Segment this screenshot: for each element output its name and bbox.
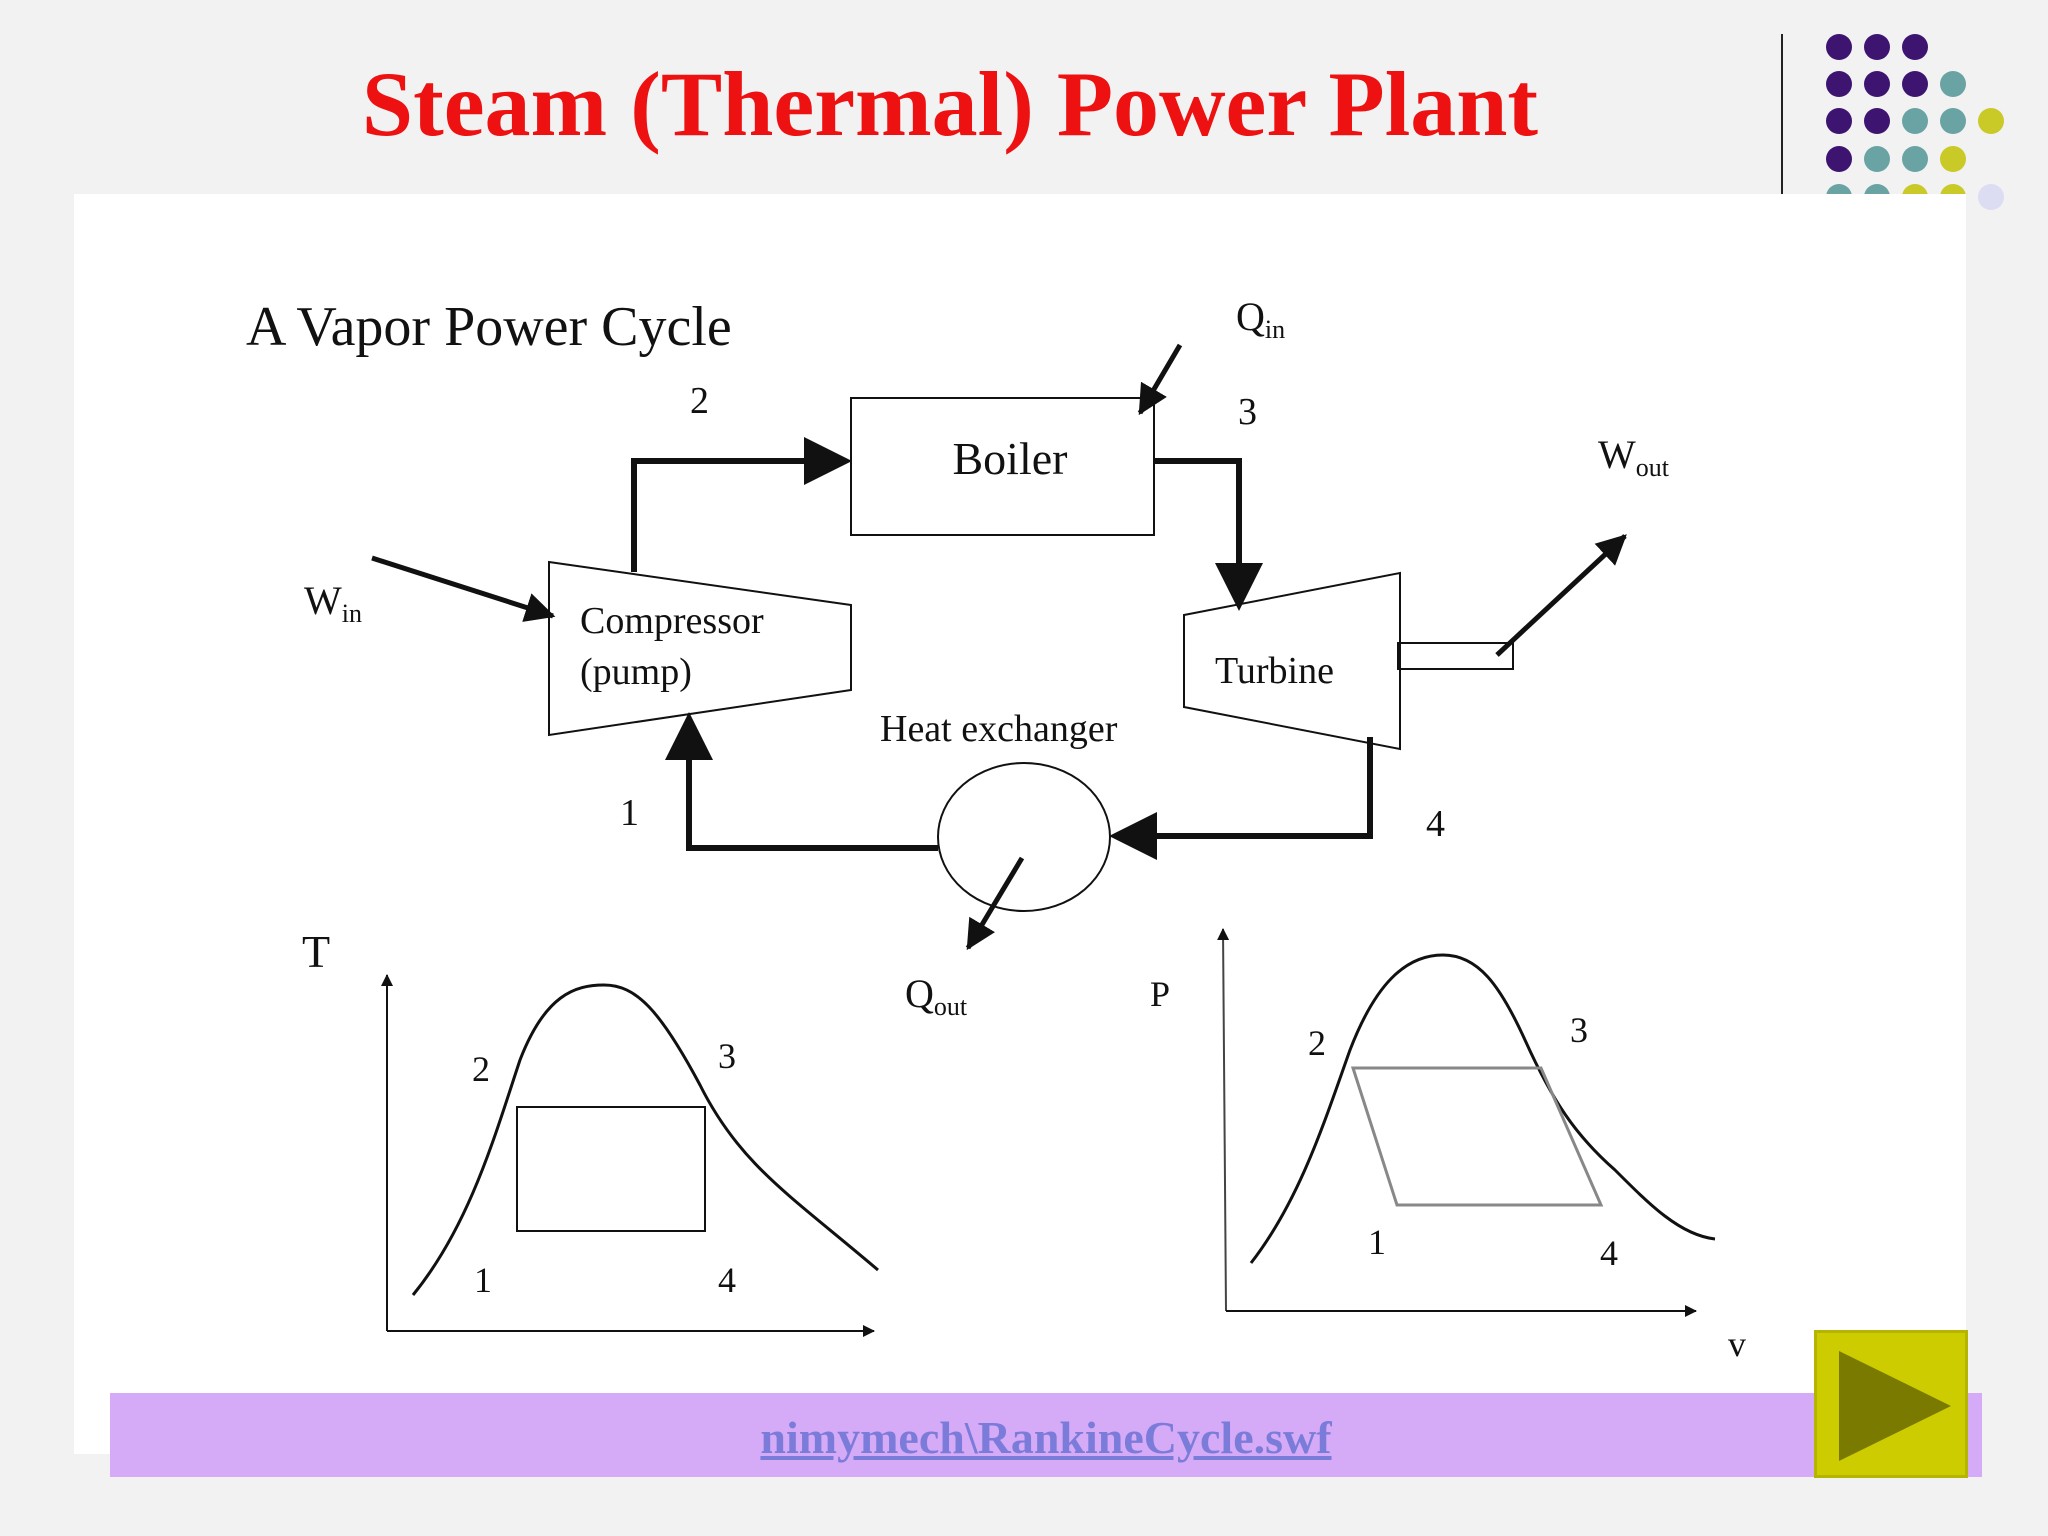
heat-exchanger-circle <box>937 762 1111 912</box>
ts-y-label: T <box>302 926 330 977</box>
title-divider <box>1781 34 1783 194</box>
state-label-3: 3 <box>1238 391 1257 433</box>
dot <box>1864 34 1890 60</box>
ts-plot: T 2 3 1 4 <box>302 926 879 1337</box>
q-out-arrow <box>965 856 1025 951</box>
dot <box>1978 184 2004 210</box>
turbine-shape <box>1183 571 1401 751</box>
pv-y-label: P <box>1150 974 1170 1014</box>
dot <box>1902 108 1928 134</box>
turbine-shaft <box>1397 642 1514 670</box>
pv-plot: P v 2 3 1 4 <box>1150 928 1746 1364</box>
ts-cycle-rectangle <box>516 1106 706 1232</box>
dot <box>1940 71 1966 97</box>
ts-point-1: 1 <box>474 1260 492 1300</box>
rankine-cycle-link[interactable]: nimymech\RankineCycle.swf <box>760 1412 1332 1463</box>
flow-line-1 <box>665 712 938 851</box>
heat-exchanger-label: Heat exchanger <box>880 708 1118 750</box>
w-in-arrow <box>371 555 556 622</box>
pv-point-1: 1 <box>1368 1222 1386 1262</box>
flow-line-3 <box>1154 458 1263 611</box>
q-in-label: Qin <box>1236 294 1285 344</box>
ts-point-2: 2 <box>472 1049 490 1089</box>
pv-point-3: 3 <box>1570 1010 1588 1050</box>
dot <box>1826 34 1852 60</box>
diagram-heading: A Vapor Power Cycle <box>246 296 732 358</box>
w-out-arrow <box>1495 534 1627 657</box>
pv-cycle-shape <box>1350 1066 1604 1207</box>
dot <box>1826 146 1852 172</box>
pv-point-2: 2 <box>1308 1023 1326 1063</box>
slide-title: Steam (Thermal) Power Plant <box>361 53 1539 155</box>
q-in-arrow <box>1137 343 1183 416</box>
state-label-2: 2 <box>690 380 709 422</box>
ts-point-4: 4 <box>718 1260 736 1300</box>
boiler-label: Boiler <box>953 433 1068 484</box>
flow-line-4 <box>1109 737 1373 860</box>
state-label-1: 1 <box>620 792 639 834</box>
dot <box>1826 71 1852 97</box>
ts-point-3: 3 <box>718 1036 736 1076</box>
link-bar: nimymech\RankineCycle.swf <box>110 1393 1982 1477</box>
q-out-label: Qout <box>905 971 968 1021</box>
w-out-label: Wout <box>1598 432 1670 482</box>
dot <box>1940 108 1966 134</box>
dot <box>1940 146 1966 172</box>
w-in-label: Win <box>304 578 362 628</box>
dot <box>1902 146 1928 172</box>
pv-point-4: 4 <box>1600 1233 1618 1273</box>
turbine-label: Turbine <box>1215 650 1334 692</box>
dot <box>1864 108 1890 134</box>
dot <box>1864 146 1890 172</box>
dot <box>1902 71 1928 97</box>
compressor-shape <box>548 560 852 737</box>
pv-y-axis <box>1217 928 1230 1312</box>
ts-saturation-dome <box>411 983 879 1296</box>
dot <box>1826 108 1852 134</box>
state-label-4: 4 <box>1426 803 1445 845</box>
dot <box>1864 71 1890 97</box>
compressor-label: Compressor <box>580 600 764 642</box>
dot <box>1902 34 1928 60</box>
play-button[interactable] <box>1814 1330 1968 1478</box>
diagram-panel <box>74 194 1966 1454</box>
compressor-sublabel: (pump) <box>580 651 692 693</box>
play-triangle-icon <box>1839 1351 1951 1461</box>
pv-saturation-dome <box>1249 953 1716 1264</box>
dot <box>1978 108 2004 134</box>
flow-line-2 <box>631 437 852 572</box>
pv-x-label: v <box>1728 1324 1746 1364</box>
